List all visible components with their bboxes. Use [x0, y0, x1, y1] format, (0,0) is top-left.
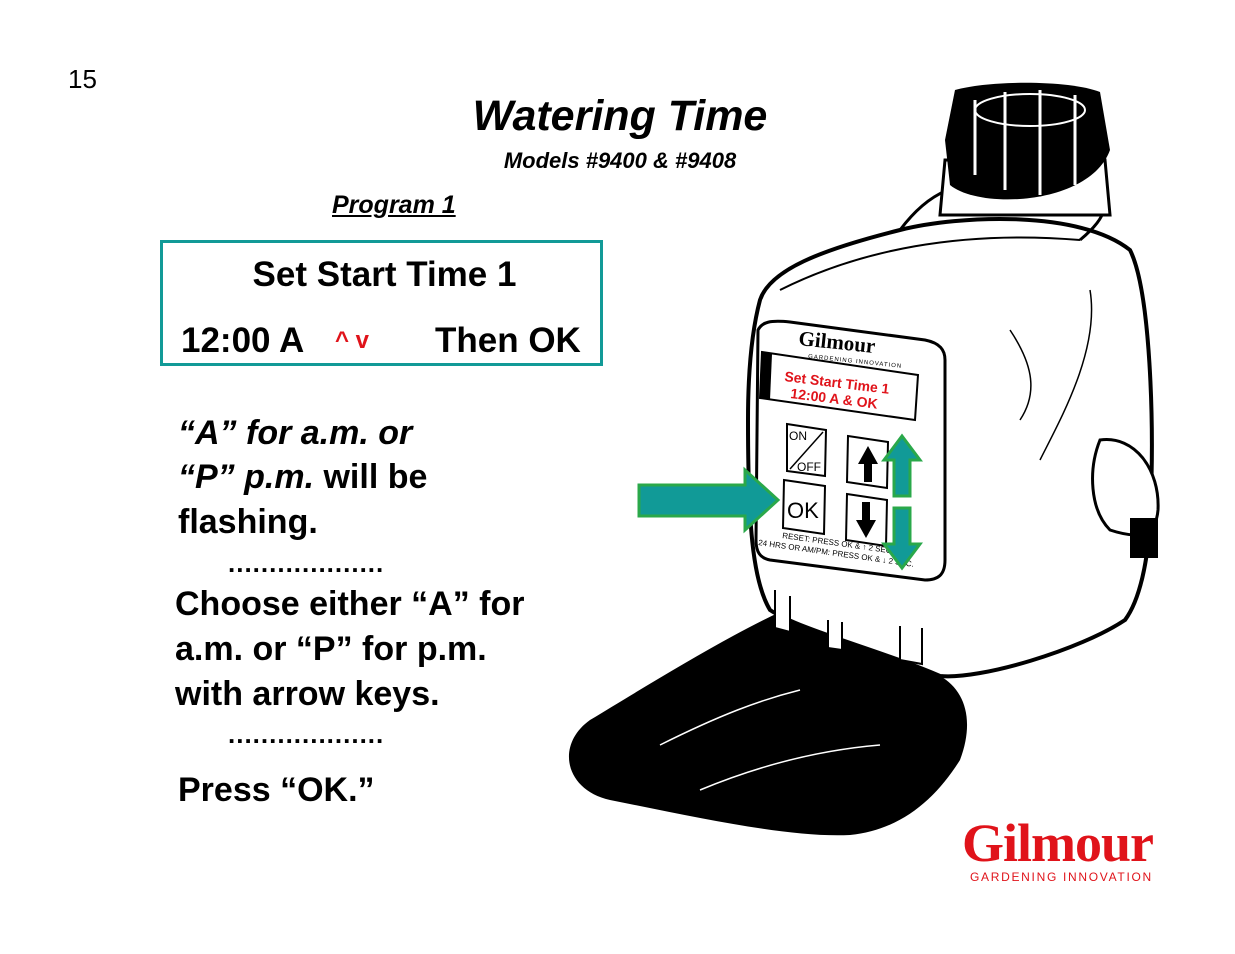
key-off-label: OFF — [797, 460, 821, 474]
ok-key — [781, 478, 827, 536]
program-label: Program 1 — [332, 191, 456, 219]
lcd-then-ok: Then OK — [435, 321, 581, 360]
page-number: 15 — [68, 64, 97, 94]
lcd-line-1: Set Start Time 1 — [252, 255, 517, 294]
press-ok-instruction: Press “OK.” — [178, 771, 375, 809]
up-down-arrows-icon — [881, 433, 923, 571]
separator-dots: ................... — [228, 719, 385, 749]
device-base — [568, 612, 968, 836]
timer-device-illustration: Gilmour GARDENING INNOVATION Set Start T… — [568, 82, 1160, 836]
step-line-1: Choose either “A” for — [175, 585, 525, 623]
lcd-arrows: ^ v — [335, 327, 370, 354]
device-cap — [945, 82, 1110, 200]
down-arrow-icon — [856, 502, 876, 538]
key-ok-label: OK — [787, 498, 819, 523]
lcd-time: 12:00 A — [181, 321, 305, 360]
note-flashing: flashing. — [178, 503, 318, 541]
page-subtitle: Models #9400 & #9408 — [503, 148, 737, 173]
page-title: Watering Time — [472, 92, 768, 140]
logo-wordmark: Gilmour — [962, 813, 1154, 873]
up-arrow-icon — [858, 446, 878, 482]
key-on-label: ON — [789, 429, 807, 443]
logo-tagline: GARDENING INNOVATION — [970, 870, 1153, 884]
pointer-arrow-icon — [637, 466, 781, 534]
step-line-3: with arrow keys. — [175, 675, 440, 713]
note-am: “A” for a.m. or — [178, 414, 413, 452]
note-pm-italic: “P” p.m. — [178, 458, 315, 496]
step-line-2: a.m. or “P” for p.m. — [175, 630, 487, 668]
lcd-display-box: Set Start Time 1 12:00 A ^ v Then OK — [160, 240, 603, 366]
note-pm: “P” p.m. will be — [178, 458, 427, 497]
separator-dots: ................... — [228, 548, 385, 578]
gilmour-logo: Gilmour GARDENING INNOVATION — [962, 813, 1172, 884]
note-pm-rest: will be — [314, 458, 428, 496]
